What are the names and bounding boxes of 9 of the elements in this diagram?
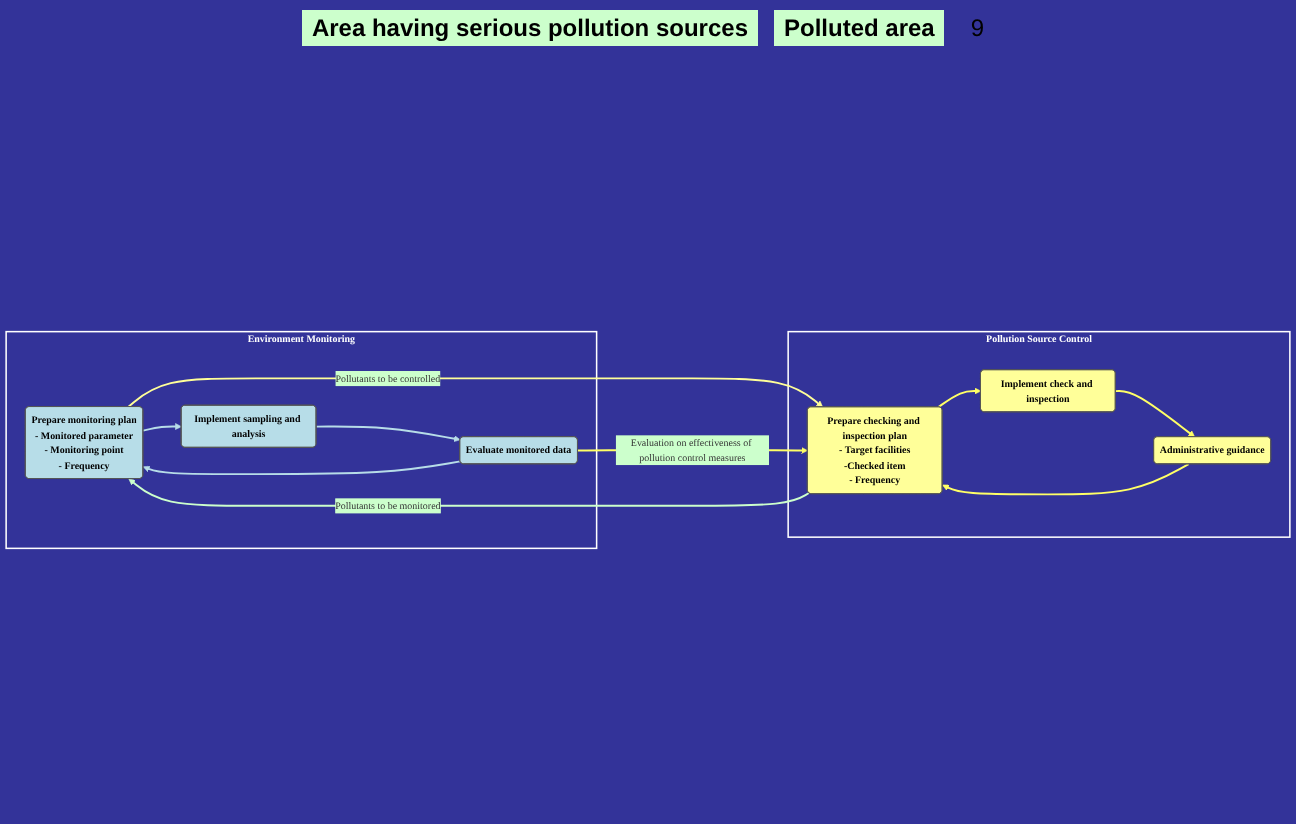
arrow xyxy=(142,423,182,432)
arrow xyxy=(1114,390,1196,438)
arrow xyxy=(937,387,982,409)
arrow xyxy=(315,425,461,442)
page-number: 9 xyxy=(968,12,987,46)
note-label: Area having serious pollution sources xyxy=(301,10,758,46)
note-label: Polluted area xyxy=(774,10,945,46)
arrow xyxy=(942,463,1190,496)
arrow xyxy=(142,460,462,476)
